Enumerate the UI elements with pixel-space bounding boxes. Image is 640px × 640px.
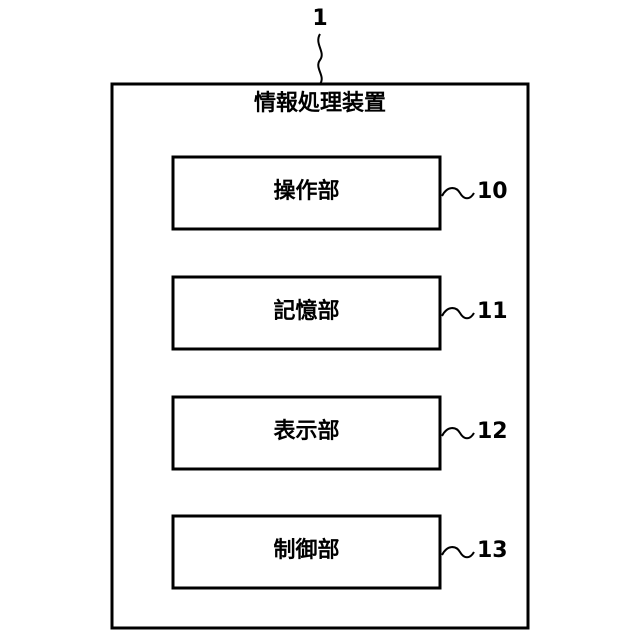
storage-unit-label: 記憶部 (173, 301, 440, 323)
operation-unit-reference-numeral: 10 (477, 181, 508, 203)
device-reference-numeral: 1 (305, 8, 335, 30)
display-unit-label: 表示部 (173, 421, 440, 443)
device-title: 情報処理装置 (112, 93, 528, 115)
control-unit-label: 制御部 (173, 540, 440, 562)
device-leader-line (318, 34, 321, 84)
display-unit-reference-numeral: 12 (477, 421, 508, 443)
storage-unit-reference-numeral: 11 (477, 301, 508, 323)
control-unit-reference-numeral: 13 (477, 540, 508, 562)
operation-unit-label: 操作部 (173, 181, 440, 203)
